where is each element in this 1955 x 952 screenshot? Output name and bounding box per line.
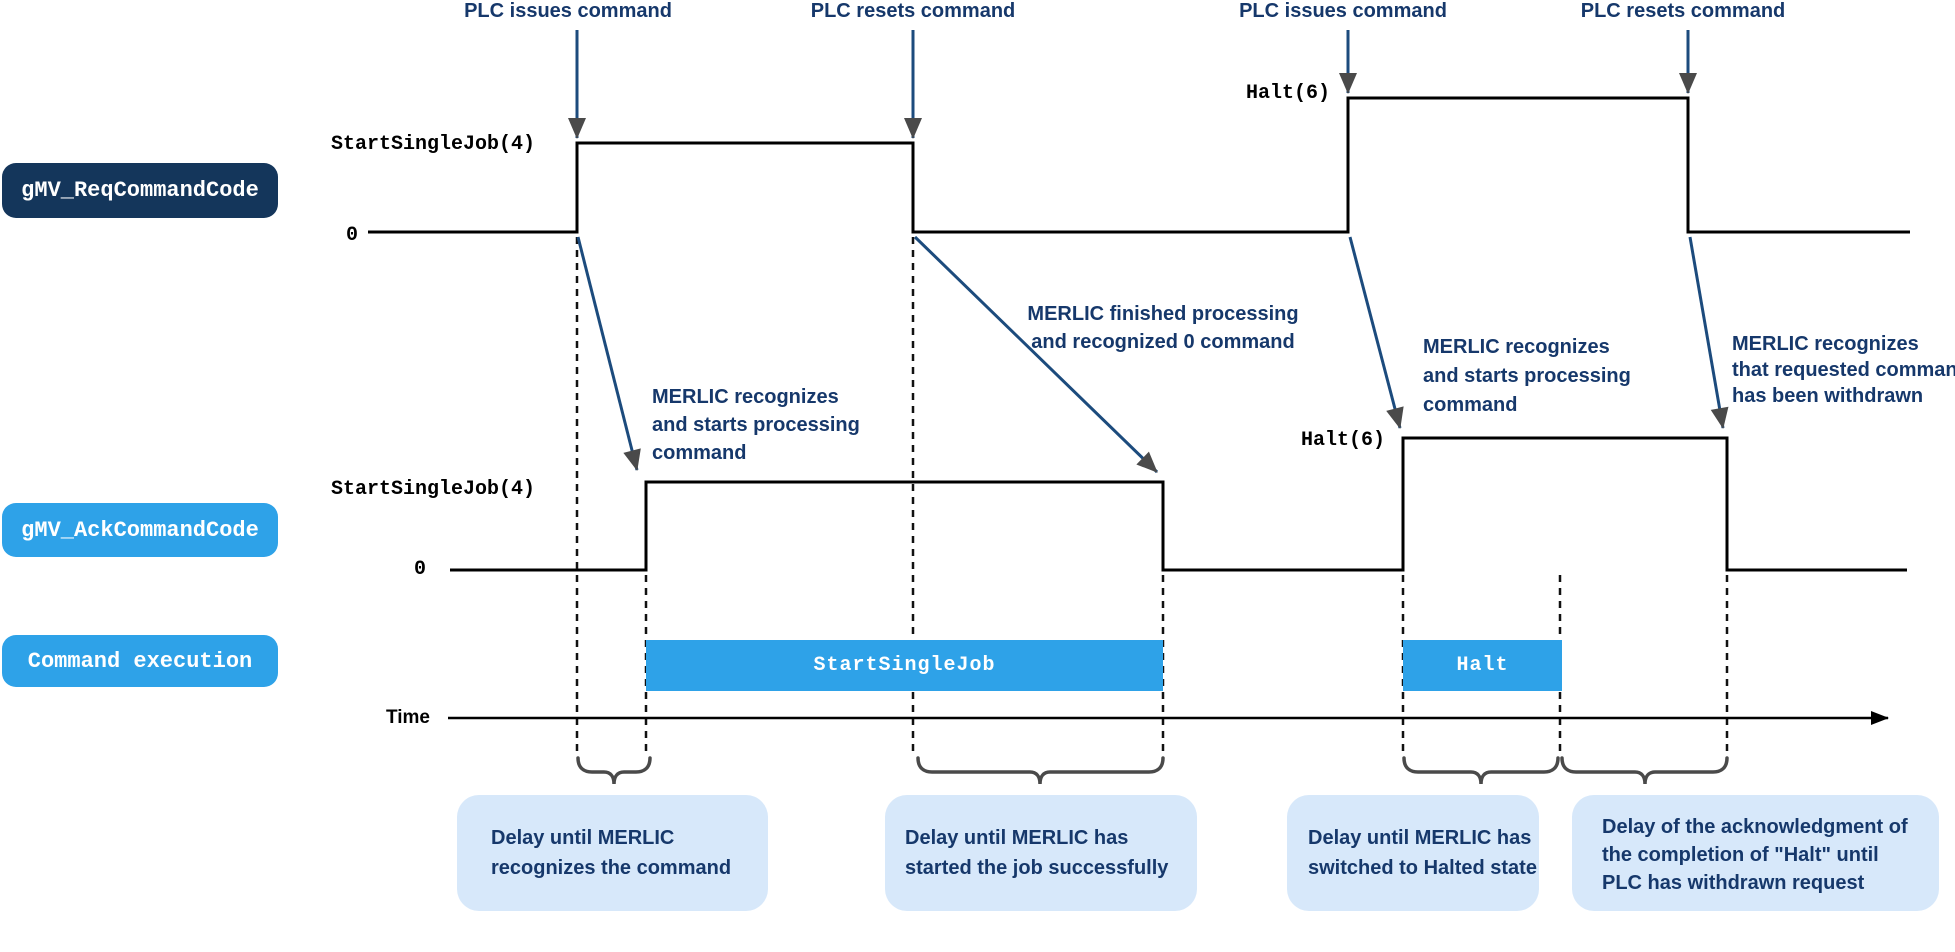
note-line: command <box>1423 394 1518 416</box>
start-single-job-execution-bar: StartSingleJob <box>646 640 1163 691</box>
plc-resets-command-label-1: PLC resets command <box>810 0 1016 22</box>
callout-line: Delay until MERLIC <box>491 827 675 849</box>
merlic-withdrawn-note: MERLIC recognizes that requested command… <box>1732 331 1955 409</box>
halt-execution-bar: Halt <box>1403 640 1562 691</box>
ack-zero-level-label: 0 <box>413 558 426 581</box>
req-signal-waveform <box>368 96 1910 234</box>
brace-3 <box>1402 756 1560 785</box>
callout-line: recognizes the command <box>491 857 732 879</box>
delay-callout-2: Delay until MERLIC has started the job s… <box>885 795 1197 911</box>
recognize-arrow-1 <box>576 236 641 471</box>
note-line: that requested command <box>1732 359 1955 381</box>
plc-resets-command-label-2: PLC resets command <box>1580 0 1786 22</box>
callout-line: switched to Halted state <box>1308 857 1537 879</box>
merlic-transition-arrows <box>576 235 1729 474</box>
note-line: MERLIC recognizes <box>652 386 839 408</box>
withdrawn-arrow <box>1688 236 1729 429</box>
req-zero-level-label: 0 <box>345 224 358 247</box>
callout-line: started the job successfully <box>905 857 1169 879</box>
ack-halt-level-label: Halt(6) <box>1300 429 1385 452</box>
merlic-finished-note: MERLIC finished processing and recognize… <box>1022 300 1304 356</box>
ack-command-code-badge: gMV_AckCommandCode <box>2 503 278 557</box>
callout-line: the completion of "Halt" until <box>1602 844 1879 866</box>
ack-signal-waveform <box>450 436 1907 572</box>
finished-arrow <box>913 235 1159 474</box>
command-execution-badge: Command execution <box>2 635 278 687</box>
recognize-arrow-2 <box>1348 236 1404 429</box>
brace-2 <box>916 756 1165 785</box>
note-line: and recognized 0 command <box>1031 331 1295 353</box>
ack-high-level-label: StartSingleJob(4) <box>330 478 535 501</box>
note-line: MERLIC finished processing <box>1027 303 1299 325</box>
merlic-recognizes-note-2: MERLIC recognizes and starts processing … <box>1423 333 1631 420</box>
delay-callout-1: Delay until MERLIC recognizes the comman… <box>457 795 768 911</box>
req-command-code-badge: gMV_ReqCommandCode <box>2 163 278 218</box>
plc-issues-command-label-1: PLC issues command <box>464 0 672 22</box>
delay-callout-3: Delay until MERLIC has switched to Halte… <box>1287 795 1539 911</box>
plc-command-arrows <box>568 30 1697 139</box>
callout-line: Delay until MERLIC has <box>905 827 1129 849</box>
req-halt-level-label: Halt(6) <box>1245 82 1330 105</box>
callout-line: Delay of the acknowledgment of <box>1602 816 1908 838</box>
time-axis-label: Time <box>385 707 430 728</box>
brace-4 <box>1560 756 1729 785</box>
note-line: and starts processing <box>1423 365 1631 387</box>
delay-braces <box>576 756 1729 785</box>
note-line: MERLIC recognizes <box>1732 333 1919 355</box>
brace-1 <box>576 756 652 785</box>
note-line: MERLIC recognizes <box>1423 336 1610 358</box>
callout-line: Delay until MERLIC has <box>1308 827 1532 849</box>
delay-callout-4: Delay of the acknowledgment of the compl… <box>1572 795 1939 911</box>
note-line: and starts processing <box>652 414 860 436</box>
note-line: has been withdrawn <box>1732 385 1924 407</box>
req-high-level-label: StartSingleJob(4) <box>330 133 535 156</box>
note-line: command <box>652 442 747 464</box>
callout-line: PLC has withdrawn request <box>1602 872 1865 894</box>
merlic-recognizes-note-1: MERLIC recognizes and starts processing … <box>652 383 860 467</box>
plc-issues-command-label-2: PLC issues command <box>1239 0 1447 22</box>
